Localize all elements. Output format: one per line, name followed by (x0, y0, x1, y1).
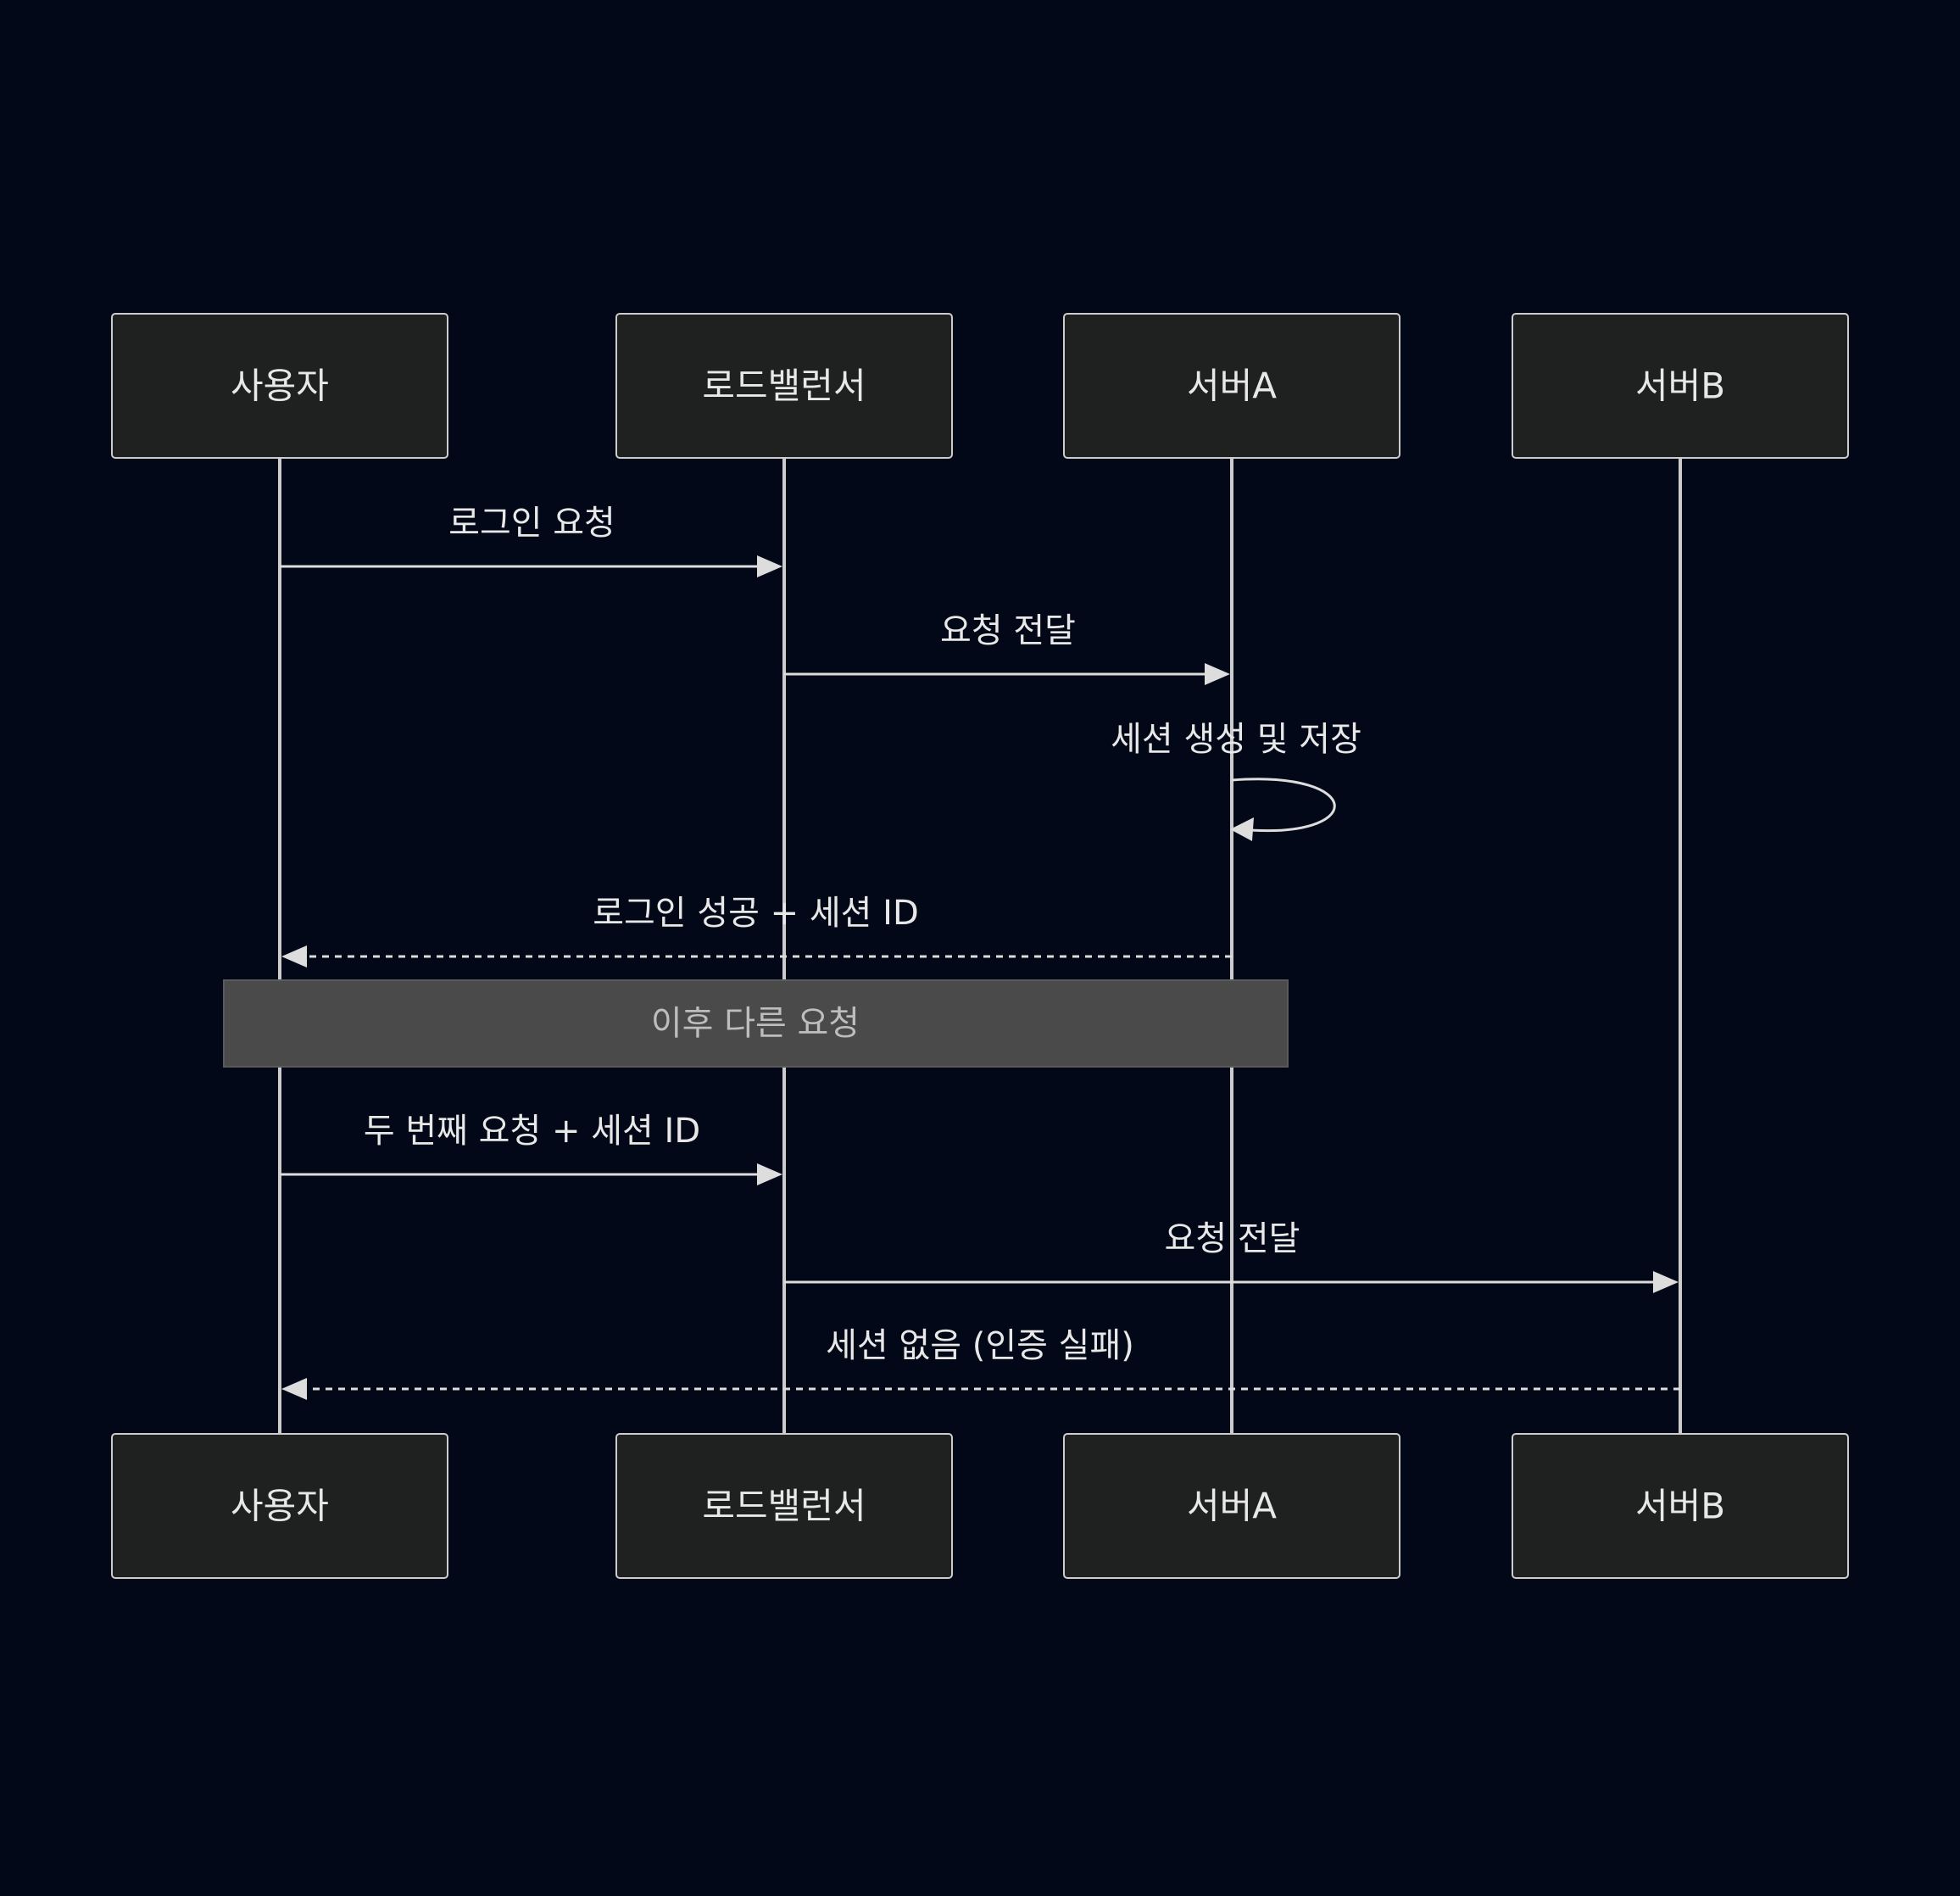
arrowhead (757, 555, 782, 577)
message-label: 로그인 요청 (448, 504, 615, 543)
actor-box (111, 1433, 448, 1579)
actor-box (615, 313, 953, 459)
message-label: 두 번째 요청 + 세션 ID (364, 1112, 700, 1151)
actor-label: 서버B (1635, 365, 1725, 407)
actor-serverA-top: 서버A (1063, 313, 1400, 459)
actor-box (1512, 313, 1849, 459)
actor-user-top: 사용자 (111, 313, 448, 459)
actor-box (1512, 1433, 1849, 1579)
actor-serverB-bottom: 서버B (1512, 1433, 1849, 1579)
message-3: 세션 생성 및 저장 (1111, 720, 1361, 841)
note-box (223, 979, 1289, 1068)
actor-label: 로드밸런서 (702, 365, 866, 407)
message-4: 로그인 성공 + 세션 ID (281, 894, 1232, 968)
actor-label: 서버A (1187, 1486, 1277, 1527)
actor-serverB-top: 서버B (1512, 313, 1849, 459)
message-1: 로그인 요청 (280, 504, 782, 577)
arrowhead (1230, 817, 1254, 841)
actor-box (1063, 1433, 1400, 1579)
actor-user-bottom: 사용자 (111, 1433, 448, 1579)
actor-label: 사용자 (231, 365, 329, 407)
message-6: 요청 전달 (784, 1219, 1679, 1293)
actor-label: 서버B (1635, 1486, 1725, 1527)
actor-box (615, 1433, 953, 1579)
arrowhead (281, 1378, 307, 1400)
message-5: 두 번째 요청 + 세션 ID (280, 1112, 782, 1185)
actor-lb-top: 로드밸런서 (615, 313, 953, 459)
actor-label: 사용자 (231, 1486, 329, 1527)
actor-box (1063, 313, 1400, 459)
actor-serverA-bottom: 서버A (1063, 1433, 1400, 1579)
actor-label: 서버A (1187, 365, 1277, 407)
message-7: 세션 없음 (인증 실패) (281, 1326, 1680, 1400)
self-loop-line (1231, 778, 1336, 832)
arrowhead (1205, 663, 1230, 685)
arrowhead (757, 1163, 782, 1185)
actor-box (111, 313, 448, 459)
arrowhead (281, 945, 307, 968)
arrowhead (1653, 1271, 1679, 1293)
message-label: 요청 전달 (1165, 1219, 1300, 1258)
message-label: 로그인 성공 + 세션 ID (593, 894, 919, 933)
message-label: 세션 없음 (인증 실패) (826, 1326, 1134, 1365)
message-label: 세션 생성 및 저장 (1111, 720, 1361, 759)
actor-label: 로드밸런서 (702, 1486, 866, 1527)
actor-lb-bottom: 로드밸런서 (615, 1433, 953, 1579)
message-2: 요청 전달 (784, 611, 1230, 685)
note-label: 이후 다른 요청 (651, 1004, 860, 1043)
message-label: 요청 전달 (940, 611, 1076, 650)
note: 이후 다른 요청 (223, 979, 1289, 1068)
